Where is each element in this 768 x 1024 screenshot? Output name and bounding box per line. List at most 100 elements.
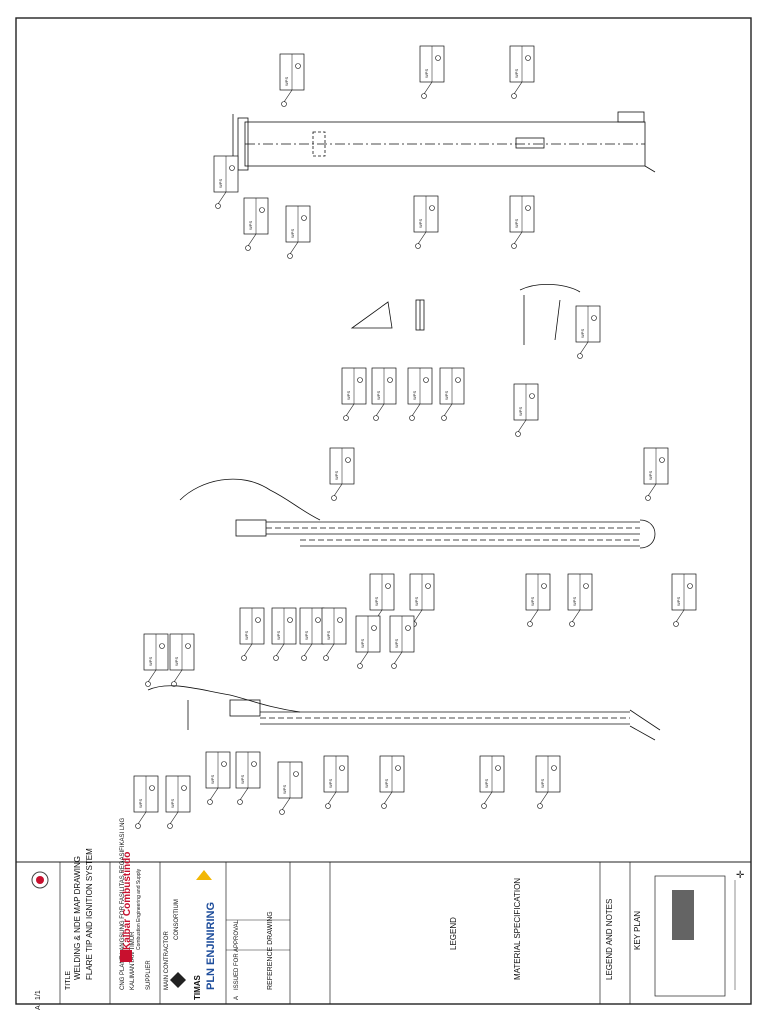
timas-logo-icon [170,972,186,988]
weld-tag-21: WPS [671,573,697,627]
weld-tag-13: WPS [575,305,601,359]
svg-text:WPS: WPS [384,779,389,788]
svg-text:WPS: WPS [138,799,143,808]
weld-tag-10: WPS [371,367,397,421]
diagram-area [147,111,661,741]
legend-heading-2: LEGEND [449,917,458,950]
weld-tag-19: WPS [525,573,551,627]
weld-tag-37: WPS [479,755,505,809]
weld-tag-11: WPS [407,367,433,421]
svg-text:WPS: WPS [284,77,289,86]
weld-tag-8: WPS [509,195,535,249]
weld-tag-5: WPS [243,197,269,251]
svg-text:WPS: WPS [346,391,351,400]
weld-tag-30: WPS [133,775,159,829]
weld-tag-14: WPS [513,383,539,437]
weld-tag-27: WPS [321,607,347,661]
material-heading: MATERIAL SPECIFICATION [513,878,522,980]
svg-text:WPS: WPS [240,775,245,784]
svg-text:WPS: WPS [518,407,523,416]
kalbar-subtitle: Combustion Engineering and Supply [136,868,142,950]
supplier-label: SUPPLIER [146,960,152,990]
title-block: TITLE WELDING & NDE MAP DRAWING FLARE TI… [15,818,744,1010]
svg-text:WPS: WPS [514,69,519,78]
weld-tag-36: WPS [379,755,405,809]
weld-tag-33: WPS [235,751,261,805]
weld-tag-29: WPS [389,615,415,669]
weld-tag-2: WPS [509,45,535,99]
weld-tags: WPS WPS WPS WPS WPS WPS WPS WPS WPS WPS WPS WPS WPS W… [133,45,697,829]
supplier-logo [31,871,49,889]
weld-tag-4: WPS [213,155,239,209]
rev-value: A [35,1005,42,1010]
reference-drawing-label: REFERENCE DRAWING [267,911,274,990]
weld-tag-28: WPS [355,615,381,669]
flare-tip-assembly [232,111,656,174]
svg-text:WPS: WPS [304,631,309,640]
svg-text:WPS: WPS [444,391,449,400]
weld-tag-12: WPS [439,367,465,421]
pln-logo [196,870,212,880]
weld-tag-22: WPS [143,633,169,687]
svg-text:WPS: WPS [514,219,519,228]
svg-text:WPS: WPS [148,657,153,666]
svg-text:WPS: WPS [360,639,365,648]
svg-text:WPS: WPS [174,657,179,666]
legend-heading: LEGEND AND NOTES [605,899,614,980]
outer-border [15,17,752,1005]
project-line1: CNG PLANT LANGSUNG FOR FASILITAS REGASIF… [120,818,126,990]
svg-text:WPS: WPS [290,229,295,238]
key-plan-sketch [654,875,726,997]
weld-tag-24: WPS [239,607,265,661]
title-heading: TITLE [65,971,72,990]
drawing-title-line1: WELDING & NDE MAP DRAWING [73,856,82,980]
svg-text:WPS: WPS [412,391,417,400]
weld-tag-9: WPS [341,367,367,421]
svg-text:WPS: WPS [170,799,175,808]
svg-text:WPS: WPS [282,785,287,794]
weld-tag-15: WPS [329,447,355,501]
bracket-details [350,284,581,345]
contractor-label: MAIN CONTRACTOR [164,930,170,990]
weld-tag-25: WPS [271,607,297,661]
weld-tag-3: WPS [419,45,445,99]
svg-text:WPS: WPS [648,471,653,480]
svg-text:WPS: WPS [424,69,429,78]
svg-text:WPS: WPS [540,779,545,788]
weld-tag-1: WPS [279,53,305,107]
rev-table-row: ISSUED FOR APPROVAL [234,919,240,990]
weld-tag-16: WPS [643,447,669,501]
svg-text:WPS: WPS [530,597,535,606]
project-line2: KALIMANTAN TIMUR [130,931,136,990]
svg-text:WPS: WPS [328,779,333,788]
ignition-harness-upper [179,478,656,549]
svg-text:WPS: WPS [484,779,489,788]
kalbar-logo [120,950,132,962]
rev-a: A [234,996,240,1000]
svg-text:WPS: WPS [394,639,399,648]
weld-tag-6: WPS [285,205,311,259]
svg-text:WPS: WPS [414,597,419,606]
key-plan-heading: KEY PLAN [633,911,642,950]
svg-text:WPS: WPS [218,179,223,188]
svg-text:WPS: WPS [244,631,249,640]
north-arrow-icon: ✛ [736,870,744,881]
svg-text:WPS: WPS [572,597,577,606]
weld-tag-35: WPS [323,755,349,809]
kalbar-name: Kalbar Combustindo [122,852,133,950]
svg-text:WPS: WPS [210,775,215,784]
svg-text:WPS: WPS [276,631,281,640]
weld-tag-7: WPS [413,195,439,249]
weld-tag-23: WPS [169,633,195,687]
weld-tag-34: WPS [277,761,303,815]
svg-text:WPS: WPS [418,219,423,228]
ignition-harness-lower [147,685,661,741]
svg-text:WPS: WPS [334,471,339,480]
drawing-title-line2: FLARE TIP AND IGNITION SYSTEM [85,848,94,980]
timas-name: TIMAS [193,974,202,1000]
consortium-label: CONSORTIUM [174,899,180,940]
svg-text:WPS: WPS [326,631,331,640]
weld-tag-38: WPS [535,755,561,809]
weld-tag-20: WPS [567,573,593,627]
